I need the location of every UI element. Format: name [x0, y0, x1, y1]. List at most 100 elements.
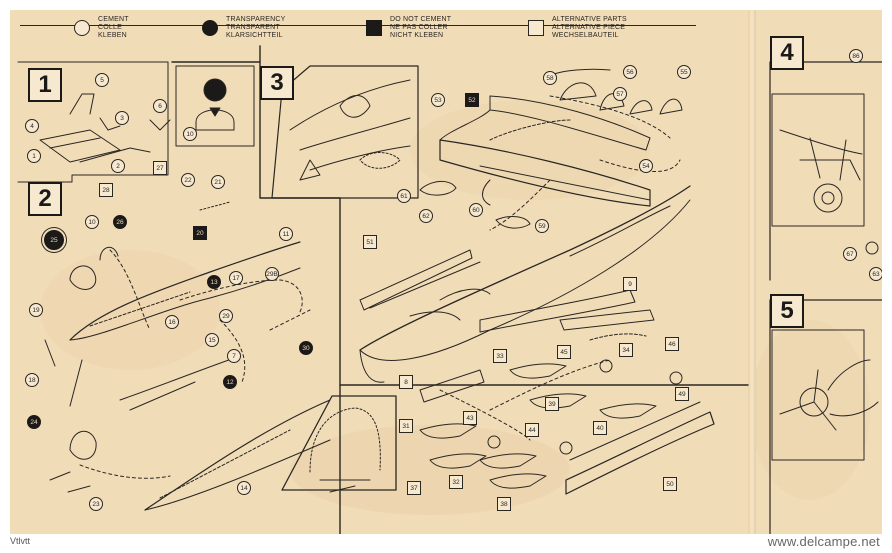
part-callout: 12 [223, 375, 237, 389]
legend-text: NE PAS COLLER [390, 24, 448, 31]
part-callout: 30 [299, 341, 313, 355]
part-callout: 10 [183, 127, 197, 141]
part-callout: 49 [675, 387, 689, 401]
part-callout: 2 [111, 159, 125, 173]
part-callout: 25 [44, 230, 64, 250]
legend-text: WECHSELBAUTEIL [552, 32, 619, 39]
part-callout: 5 [95, 73, 109, 87]
part-callout: 62 [419, 209, 433, 223]
part-callout: 14 [237, 481, 251, 495]
legend-text: KLEBEN [98, 32, 127, 39]
open-square-icon [528, 20, 544, 36]
assembly-drawing [17, 45, 882, 534]
step-1-label: 1 [28, 68, 62, 102]
part-callout: 46 [665, 337, 679, 351]
part-callout: 22 [181, 173, 195, 187]
fold-seam [748, 10, 756, 534]
step5-detail-box [771, 329, 865, 461]
part-callout: 59 [535, 219, 549, 233]
part-callout: 52 [465, 93, 479, 107]
legend-transparency: TRANSPARENCY TRANSPARENT KLARSICHTTEIL [202, 16, 285, 44]
part-callout: 67 [843, 247, 857, 261]
legend-alternative: ALTERNATIVE PARTS ALTERNATIVE PIECE WECH… [528, 16, 627, 44]
part-callout: 29 [219, 309, 233, 323]
legend-text: ALTERNATIVE PARTS [552, 16, 627, 23]
part-callout: 21 [211, 175, 225, 189]
part-callout: 23 [89, 497, 103, 511]
part-callout: 19 [29, 303, 43, 317]
part-callout: 28 [99, 183, 113, 197]
part-callout: 10 [85, 215, 99, 229]
part-callout: 3 [115, 111, 129, 125]
part-callout: 60 [469, 203, 483, 217]
part-callout: 61 [397, 189, 411, 203]
instruction-sheet: CEMENT COLLE KLEBEN TRANSPARENCY TRANSPA… [10, 10, 882, 534]
filled-square-icon [366, 20, 382, 36]
engine-inset [271, 65, 419, 199]
fuselage-outline [359, 185, 691, 351]
paper-stains [40, 100, 870, 515]
legend-text: CEMENT [98, 16, 129, 23]
step-2-label: 2 [28, 182, 62, 216]
part-callout: 18 [25, 373, 39, 387]
part-callout: 15 [205, 333, 219, 347]
part-callout: 20 [193, 226, 207, 240]
part-callout: 53 [431, 93, 445, 107]
step-3-label: 3 [260, 66, 294, 100]
part-callout: 44 [525, 423, 539, 437]
legend-do-not-cement: DO NOT CEMENT NE PAS COLLER NICHT KLEBEN [366, 16, 451, 44]
legend-text: KLARSICHTTEIL [226, 32, 283, 39]
part-callout: 43 [463, 411, 477, 425]
legend-text: NICHT KLEBEN [390, 32, 444, 39]
part-callout: 17 [229, 271, 243, 285]
part-callout: 27 [153, 161, 167, 175]
step1-frame [17, 61, 169, 183]
part-callout: 33 [493, 349, 507, 363]
canopy-inset [281, 395, 397, 491]
part-callout: 6 [153, 99, 167, 113]
part-callout: 54 [639, 159, 653, 173]
gauge-icon [203, 78, 227, 102]
legend: CEMENT COLLE KLEBEN TRANSPARENCY TRANSPA… [10, 10, 740, 48]
legend-rule [20, 25, 696, 27]
legend-text: ALTERNATIVE PIECE [552, 24, 626, 31]
watermark-left: Vtlvtt [10, 536, 31, 546]
part-callout: 86 [849, 49, 863, 63]
legend-text: COLLE [98, 24, 122, 31]
part-callout: 29B [265, 267, 279, 281]
part-callout: 1 [27, 149, 41, 163]
part-callout: 31 [399, 419, 413, 433]
step4-detail-box [771, 93, 865, 227]
part-callout: 50 [663, 477, 677, 491]
legend-cement: CEMENT COLLE KLEBEN [74, 16, 129, 44]
step-4-label: 4 [770, 36, 804, 70]
part-callout: 16 [165, 315, 179, 329]
part-callout: 4 [25, 119, 39, 133]
cockpit-panel-box [175, 65, 255, 147]
legend-text: DO NOT CEMENT [390, 16, 452, 23]
part-callout: 8 [399, 375, 413, 389]
part-callout: 45 [557, 345, 571, 359]
part-callout: 13 [207, 275, 221, 289]
part-callout: 24 [27, 415, 41, 429]
step-5-label: 5 [770, 294, 804, 328]
part-callout: 7 [227, 349, 241, 363]
watermark-right: www.delcampe.net [767, 534, 880, 549]
legend-text: TRANSPARENCY [226, 16, 286, 23]
part-callout: 34 [619, 343, 633, 357]
part-callout: 26 [113, 215, 127, 229]
legend-text: TRANSPARENT [226, 24, 280, 31]
part-callout: 57 [613, 87, 627, 101]
part-callout: 40 [593, 421, 607, 435]
part-callout: 11 [279, 227, 293, 241]
filled-circle-icon [202, 20, 218, 36]
part-callout: 9 [623, 277, 637, 291]
part-callout: 56 [623, 65, 637, 79]
part-callout: 39 [545, 397, 559, 411]
part-callout: 32 [449, 475, 463, 489]
part-callout: 51 [363, 235, 377, 249]
part-callout: 38 [497, 497, 511, 511]
open-circle-icon [74, 20, 90, 36]
part-callout: 58 [543, 71, 557, 85]
part-callout: 55 [677, 65, 691, 79]
